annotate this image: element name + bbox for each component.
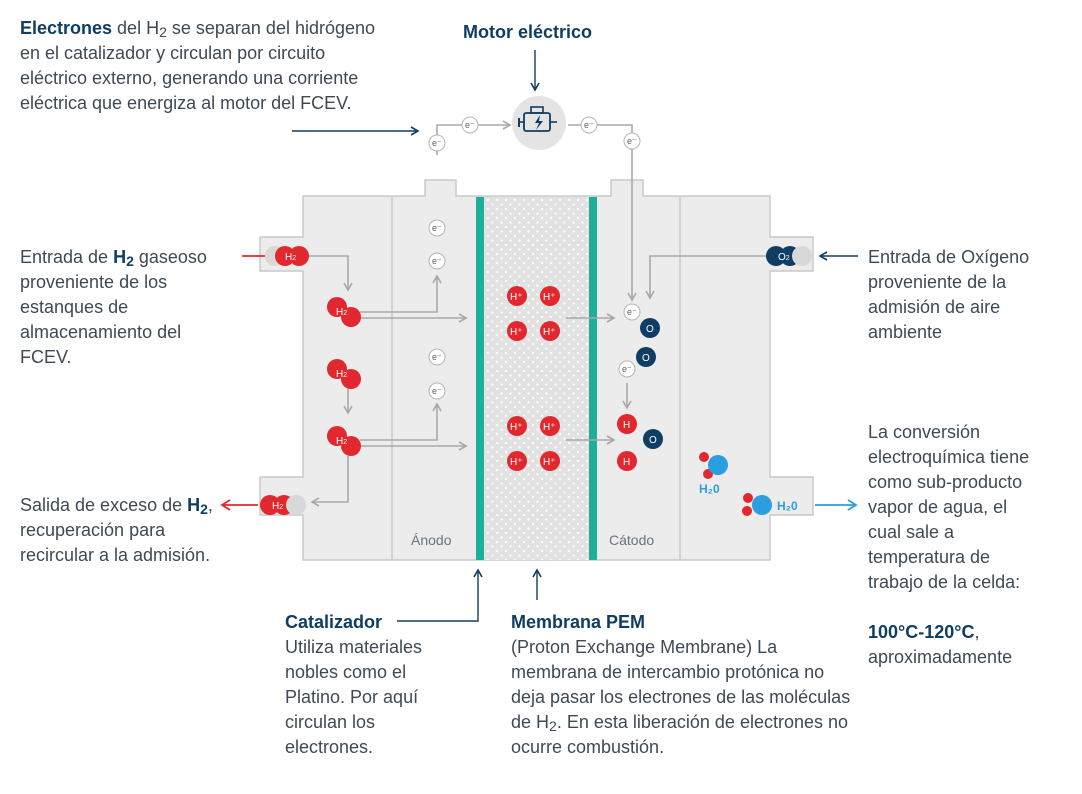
svg-text:H⁺: H⁺ (543, 327, 556, 338)
anode-label: Ánodo (411, 532, 452, 548)
svg-text:e⁻: e⁻ (432, 256, 442, 266)
svg-text:O2: O2 (778, 252, 790, 263)
h2-molecule: H2 (260, 495, 306, 515)
proton: H⁺ (540, 286, 560, 306)
proton: H⁺ (540, 321, 560, 341)
svg-text:H: H (623, 420, 630, 431)
electron: e⁻ (428, 134, 446, 152)
cathode-label: Cátodo (609, 532, 654, 548)
electron: e⁻ (618, 360, 636, 378)
water-molecule: H₂0 (742, 493, 798, 516)
oxygen-atom: O (640, 318, 660, 338)
svg-text:e⁻: e⁻ (622, 364, 632, 374)
svg-text:H⁺: H⁺ (510, 422, 523, 433)
electron: e⁻ (428, 219, 446, 237)
proton: H⁺ (507, 451, 527, 471)
svg-text:O: O (646, 324, 654, 335)
svg-text:e⁻: e⁻ (584, 120, 594, 130)
catalyst-cathode (589, 197, 597, 560)
svg-text:H⁺: H⁺ (510, 327, 523, 338)
o2-inlet-note: Entrada de Oxígeno proveniente de la adm… (868, 247, 1030, 342)
electron: e⁻ (461, 116, 479, 134)
svg-text:H2: H2 (272, 501, 283, 512)
svg-text:e⁻: e⁻ (627, 307, 637, 317)
electron: e⁻ (428, 348, 446, 366)
electron: e⁻ (623, 132, 641, 150)
svg-text:H₂0: H₂0 (777, 499, 798, 513)
oxygen-atom: O (643, 429, 663, 449)
proton: H⁺ (507, 321, 527, 341)
water-note: La conversión electroquímica tiene como … (868, 422, 1030, 667)
svg-text:e⁻: e⁻ (432, 223, 442, 233)
hydrogen-atom: H (617, 414, 637, 434)
h2-molecule: H2 (327, 359, 361, 389)
electron: e⁻ (623, 303, 641, 321)
electron: e⁻ (428, 382, 446, 400)
electron: e⁻ (428, 252, 446, 270)
hydrogen-atom: H (617, 451, 637, 471)
svg-text:H2: H2 (336, 436, 347, 447)
electrons-note: Electrones del H2 se separan del hidróge… (20, 18, 376, 113)
svg-text:H⁺: H⁺ (543, 422, 556, 433)
o2-molecule: O2 (766, 246, 812, 266)
h2-molecule: H2 (327, 297, 361, 327)
svg-text:H⁺: H⁺ (543, 457, 556, 468)
svg-text:e⁻: e⁻ (465, 120, 475, 130)
electric-motor-icon (512, 96, 566, 150)
svg-text:H⁺: H⁺ (510, 457, 523, 468)
svg-text:e⁻: e⁻ (627, 136, 637, 146)
svg-text:H₂0: H₂0 (699, 482, 720, 496)
catalyst-anode (476, 197, 484, 560)
svg-text:O: O (649, 435, 657, 446)
proton: H⁺ (540, 451, 560, 471)
svg-text:H⁺: H⁺ (510, 292, 523, 303)
proton: H⁺ (540, 416, 560, 436)
svg-text:e⁻: e⁻ (432, 352, 442, 362)
proton: H⁺ (507, 286, 527, 306)
h2-molecule: H2 (327, 426, 361, 456)
motor-title: Motor eléctrico (463, 22, 593, 42)
svg-text:e⁻: e⁻ (432, 386, 442, 396)
svg-text:H: H (623, 457, 630, 468)
h2-inlet-note: Entrada de H2 gaseoso proveniente de los… (20, 247, 207, 367)
electron: e⁻ (580, 116, 598, 134)
water-molecule: H₂0 (699, 452, 728, 496)
svg-text:H2: H2 (336, 307, 347, 318)
svg-text:O: O (642, 353, 650, 364)
membrane-note: Membrana PEM(Proton Exchange Membrane) L… (511, 612, 851, 757)
h2-molecule: H2 (265, 246, 309, 266)
svg-text:H2: H2 (285, 252, 296, 263)
svg-text:H⁺: H⁺ (543, 292, 556, 303)
svg-text:H2: H2 (336, 369, 347, 380)
h2-outlet-note: Salida de exceso de H2, recuperación par… (20, 495, 213, 565)
proton: H⁺ (507, 416, 527, 436)
oxygen-atom: O (636, 347, 656, 367)
svg-text:e⁻: e⁻ (432, 138, 442, 148)
